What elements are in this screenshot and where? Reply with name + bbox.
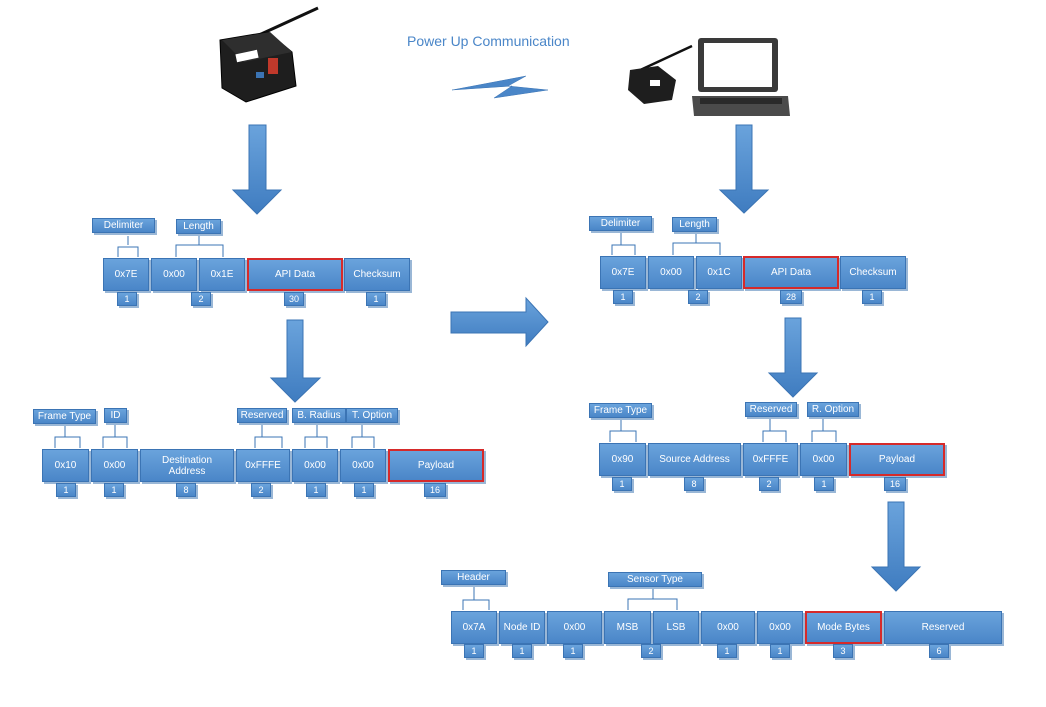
cell-source-address: Source Address bbox=[648, 443, 741, 476]
down-arrow-3 bbox=[718, 124, 770, 214]
down-arrow-1 bbox=[231, 124, 283, 215]
cell-header: 0x7A bbox=[451, 611, 497, 644]
size-mode-bytes: 3 bbox=[833, 644, 853, 658]
label-delimiter: Delimiter bbox=[92, 218, 155, 233]
label-frame-type: Frame Type bbox=[33, 409, 96, 424]
size-delimiter: 1 bbox=[117, 292, 137, 306]
label-reserved: Reserved bbox=[237, 408, 287, 423]
id-bracket bbox=[102, 424, 128, 448]
size-payload: 16 bbox=[424, 483, 446, 497]
size-source-address: 8 bbox=[684, 477, 704, 491]
cell-frame-type: 0x90 bbox=[599, 443, 646, 476]
size-destination-address: 8 bbox=[176, 483, 196, 497]
t-option-bracket bbox=[351, 424, 375, 448]
frame-type-bracket bbox=[54, 426, 81, 448]
lightning-icon bbox=[451, 75, 549, 99]
label-delimiter: Delimiter bbox=[589, 216, 652, 231]
cell-length-msb: 0x00 bbox=[648, 256, 694, 289]
cell-destination-address: Destination Address bbox=[140, 449, 234, 482]
cell-sensor-lsb: LSB bbox=[653, 611, 699, 644]
label-length: Length bbox=[672, 217, 717, 232]
label-frame-type: Frame Type bbox=[589, 403, 652, 418]
size-payload-byte-3: 1 bbox=[563, 644, 583, 658]
size-length: 2 bbox=[688, 290, 708, 304]
size-payload-byte-7: 1 bbox=[770, 644, 790, 658]
cell-b-radius: 0x00 bbox=[292, 449, 338, 482]
down-arrow-4 bbox=[767, 317, 819, 398]
b-radius-bracket bbox=[304, 424, 328, 448]
size-frame-type: 1 bbox=[56, 483, 76, 497]
cell-payload: Payload bbox=[849, 443, 945, 476]
cell-checksum: Checksum bbox=[840, 256, 906, 289]
cell-t-option: 0x00 bbox=[340, 449, 386, 482]
size-delimiter: 1 bbox=[613, 290, 633, 304]
cell-length-lsb: 0x1E bbox=[199, 258, 245, 291]
size-api-data: 30 bbox=[284, 292, 304, 306]
cell-payload-byte-7: 0x00 bbox=[757, 611, 803, 644]
usb-adapter-icon bbox=[628, 44, 693, 104]
header-bracket bbox=[462, 586, 490, 610]
sensor-type-bracket bbox=[627, 588, 678, 610]
cell-delimiter-value: 0x7E bbox=[103, 258, 149, 291]
cell-payload-byte-3: 0x00 bbox=[547, 611, 602, 644]
laptop-icon bbox=[692, 38, 790, 116]
label-header: Header bbox=[441, 570, 506, 585]
size-reserved: 2 bbox=[759, 477, 779, 491]
size-sensor-type: 2 bbox=[641, 644, 661, 658]
size-header: 1 bbox=[464, 644, 484, 658]
size-checksum: 1 bbox=[366, 292, 386, 306]
size-reserved: 2 bbox=[251, 483, 271, 497]
down-arrow-5 bbox=[870, 501, 922, 592]
cell-delimiter-value: 0x7E bbox=[600, 256, 646, 289]
size-frame-id: 1 bbox=[104, 483, 124, 497]
size-reserved: 6 bbox=[929, 644, 949, 658]
size-frame-type: 1 bbox=[612, 477, 632, 491]
size-node-id: 1 bbox=[512, 644, 532, 658]
length-bracket bbox=[175, 236, 224, 257]
cell-length-lsb: 0x1C bbox=[696, 256, 742, 289]
size-b-radius: 1 bbox=[306, 483, 326, 497]
cell-reserved: 0xFFFE bbox=[236, 449, 290, 482]
cell-reserved: Reserved bbox=[884, 611, 1002, 644]
cell-mode-bytes: Mode Bytes bbox=[805, 611, 882, 644]
size-length: 2 bbox=[191, 292, 211, 306]
label-r-option: R. Option bbox=[807, 402, 859, 417]
size-payload: 16 bbox=[884, 477, 906, 491]
cell-node-id: Node ID bbox=[499, 611, 545, 644]
cell-api-data: API Data bbox=[247, 258, 343, 291]
label-sensor-type: Sensor Type bbox=[608, 572, 702, 587]
label-t-option: T. Option bbox=[346, 408, 398, 423]
cell-reserved: 0xFFFE bbox=[743, 443, 798, 476]
label-id: ID bbox=[104, 408, 127, 423]
down-arrow-2 bbox=[269, 319, 322, 403]
reserved-bracket bbox=[254, 424, 283, 448]
cell-payload: Payload bbox=[388, 449, 484, 482]
cell-payload-byte-6: 0x00 bbox=[701, 611, 755, 644]
label-reserved: Reserved bbox=[745, 402, 797, 417]
sensor-device-icon bbox=[219, 6, 319, 103]
size-api-data: 28 bbox=[780, 290, 802, 304]
cell-frame-type: 0x10 bbox=[42, 449, 89, 482]
cell-frame-id: 0x00 bbox=[91, 449, 138, 482]
size-checksum: 1 bbox=[862, 290, 882, 304]
right-arrow bbox=[450, 296, 549, 348]
size-payload-byte-6: 1 bbox=[717, 644, 737, 658]
cell-sensor-msb: MSB bbox=[604, 611, 651, 644]
cell-length-msb: 0x00 bbox=[151, 258, 197, 291]
label-b-radius: B. Radius bbox=[292, 408, 346, 423]
cell-r-option: 0x00 bbox=[800, 443, 847, 476]
label-length: Length bbox=[176, 219, 221, 234]
cell-api-data: API Data bbox=[743, 256, 839, 289]
diagram-title: Power Up Communication bbox=[407, 33, 570, 49]
size-t-option: 1 bbox=[354, 483, 374, 497]
size-r-option: 1 bbox=[814, 477, 834, 491]
cell-checksum: Checksum bbox=[344, 258, 410, 291]
delimiter-bracket bbox=[117, 246, 139, 257]
